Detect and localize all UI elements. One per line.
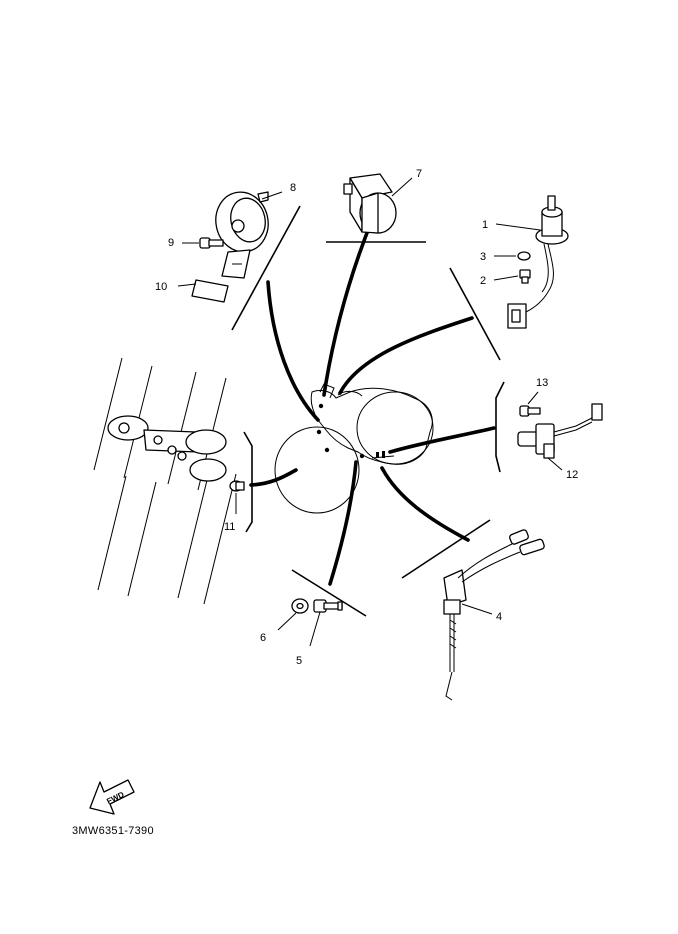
bolt-part-9 [182, 237, 224, 249]
callout-9: 9 [168, 237, 174, 249]
bolt-part-5 [309, 599, 343, 647]
bolt-part-11 [229, 480, 245, 514]
callout-8: 8 [290, 182, 296, 194]
callout-10: 10 [155, 281, 167, 293]
wire-leaders [249, 218, 496, 586]
callout-labels: 8 9 10 7 1 3 2 13 12 11 4 6 5 [155, 168, 578, 667]
callout-4: 4 [496, 611, 502, 623]
motorcycle-silhouette [274, 383, 434, 514]
callout-13: 13 [536, 377, 548, 389]
front-fork-assembly [93, 357, 237, 605]
callout-7: 7 [416, 168, 422, 180]
callout-6: 6 [260, 632, 266, 644]
screw-part-13 [519, 391, 541, 417]
callout-11: 11 [224, 521, 235, 533]
group-brackets [231, 205, 505, 617]
damper-part-10 [177, 279, 229, 303]
washer-part-6 [277, 598, 309, 631]
callout-1: 1 [482, 219, 488, 231]
callout-2: 2 [480, 275, 486, 287]
callout-12: 12 [566, 469, 578, 481]
callout-3: 3 [480, 251, 486, 263]
diagram-code: 3MW6351-7390 [72, 825, 154, 837]
switch-part-12 [517, 403, 603, 471]
screw-part-2 [493, 269, 531, 284]
fwd-direction-arrow: FWD [89, 779, 135, 815]
sensor-part-4 [443, 529, 545, 701]
horn-part-8 [215, 191, 283, 279]
callout-5: 5 [296, 655, 302, 667]
relay-part-7 [343, 173, 413, 234]
main-switch-part-1 [495, 195, 569, 329]
washer-part-3 [494, 251, 531, 261]
